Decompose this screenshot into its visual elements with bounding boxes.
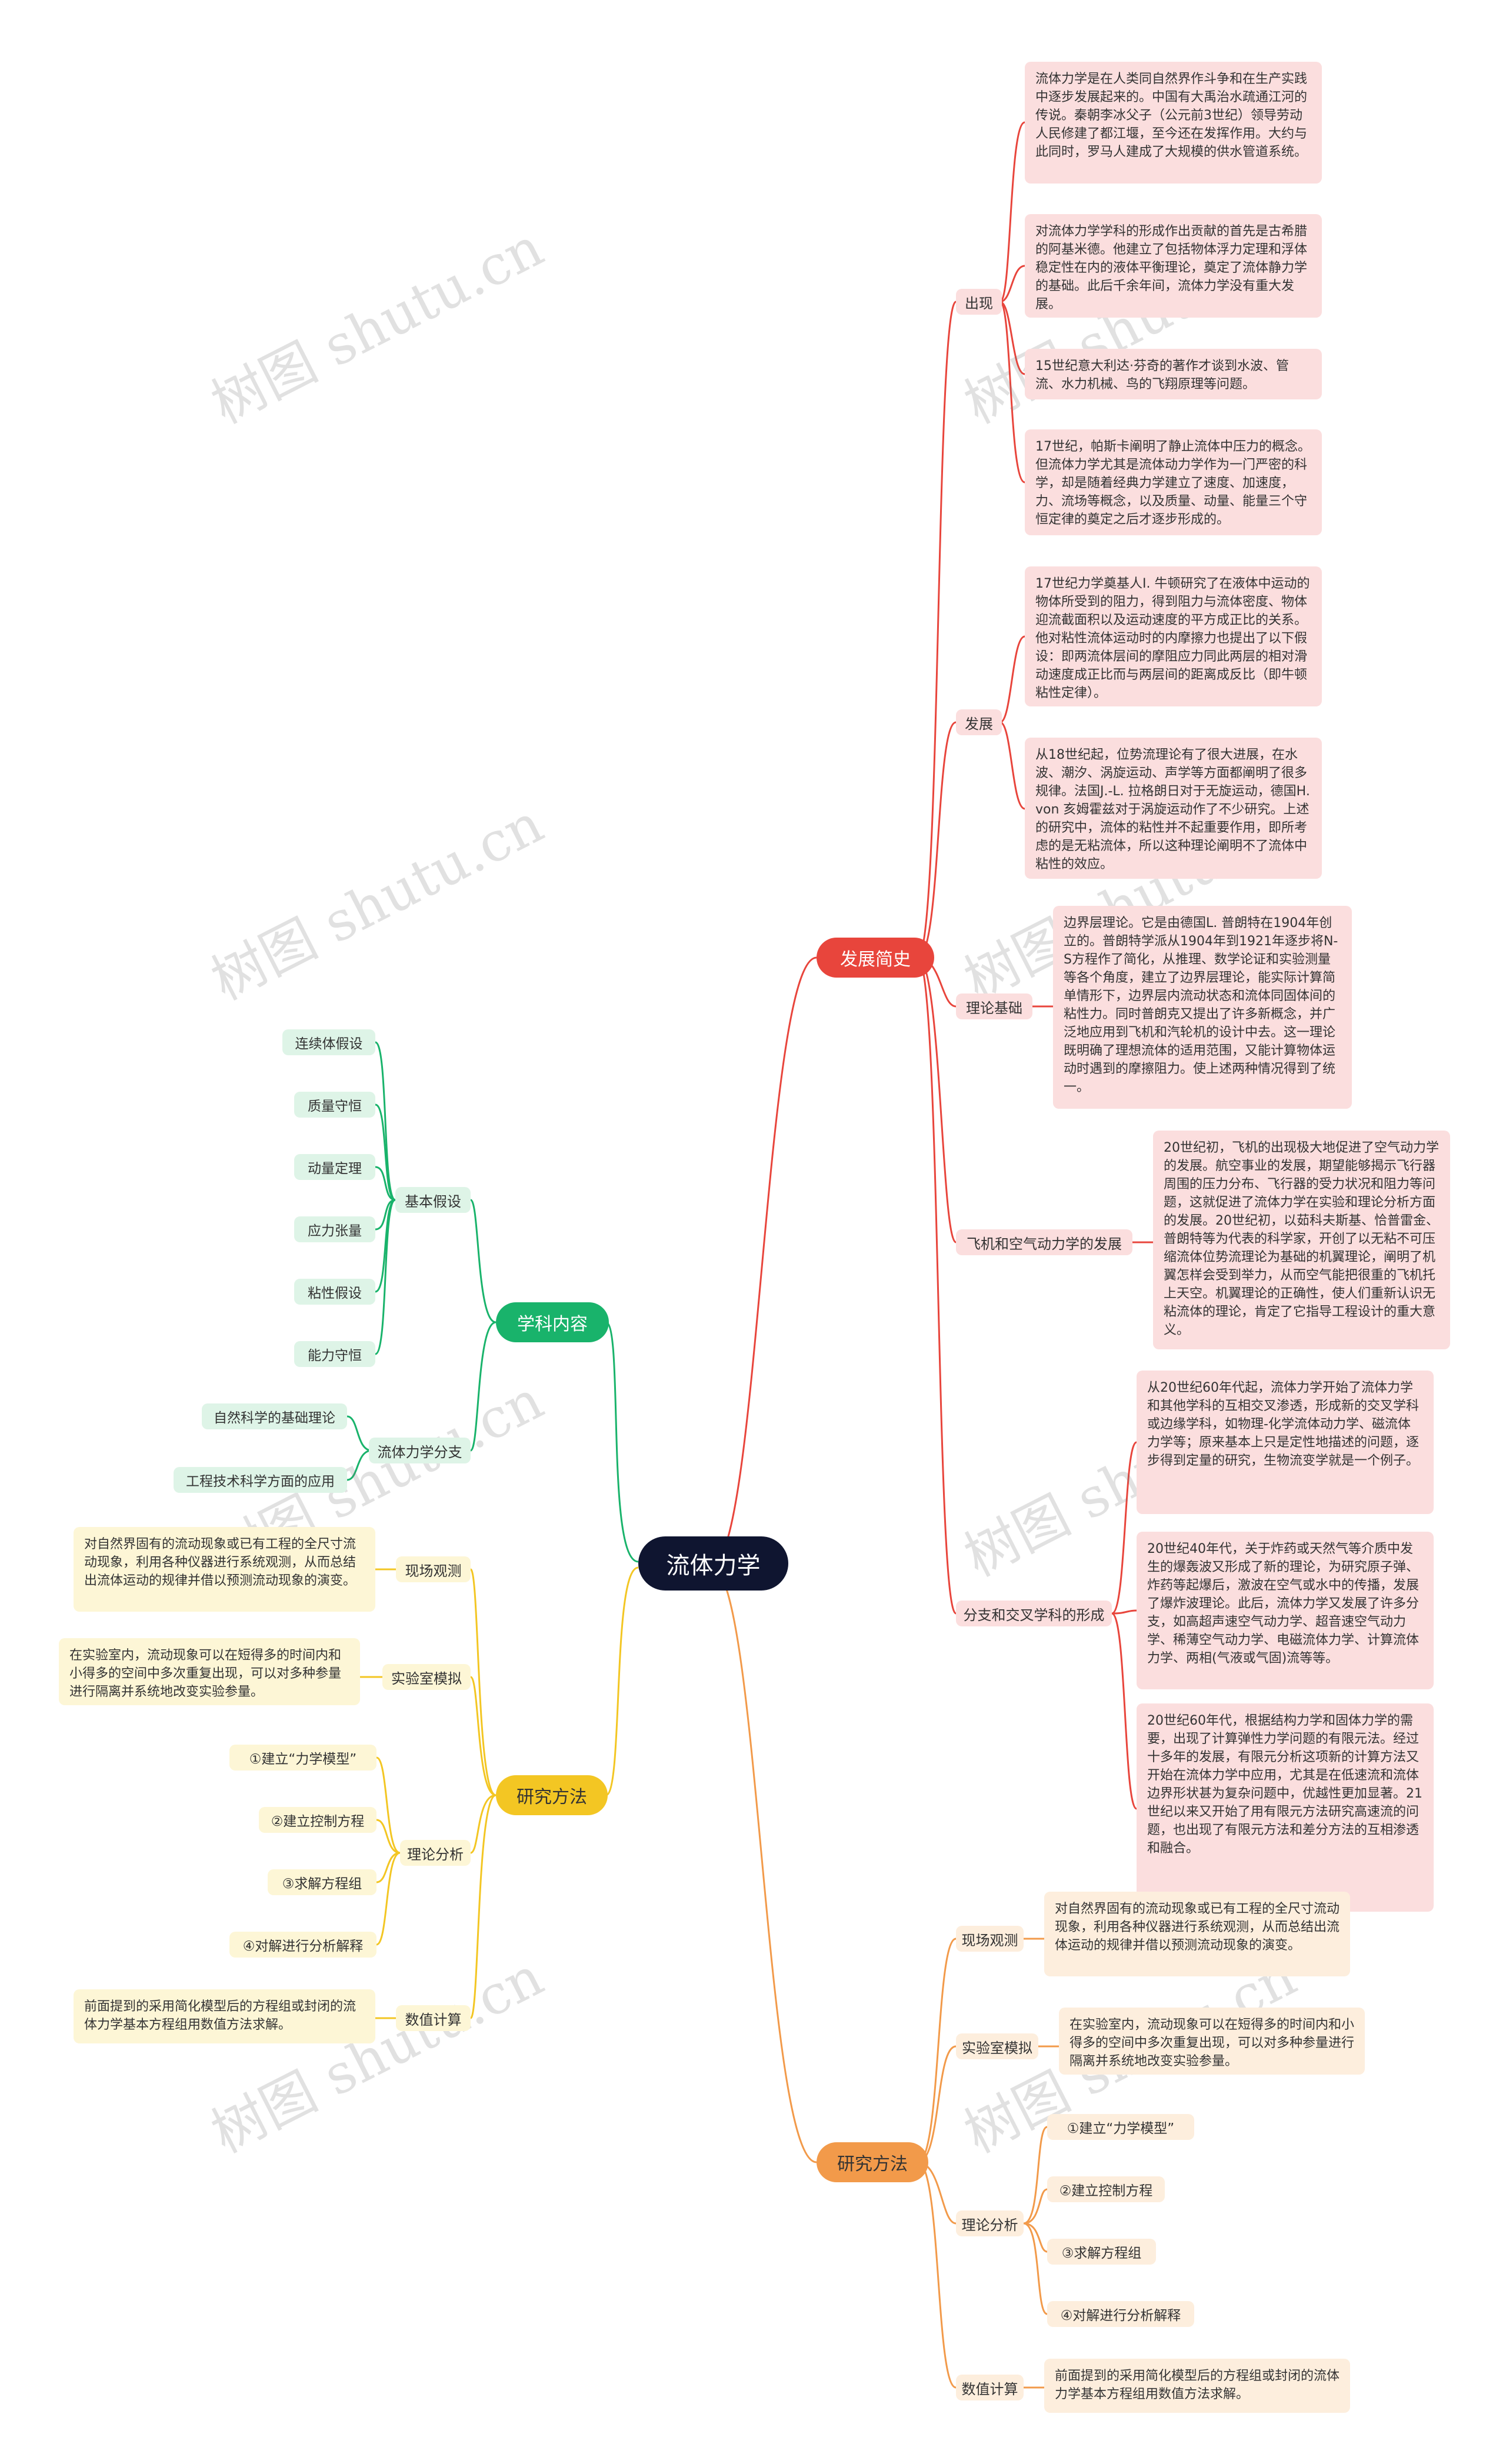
link-root-content: [605, 1321, 639, 1563]
topic-theory-foundation[interactable]: 理论基础: [956, 993, 1032, 1019]
leaf-origin-4[interactable]: 17世纪，帕斯卡阐明了静止流体中压力的概念。但流体力学尤其是流体动力学作为一门严…: [1025, 429, 1322, 535]
branch-methods-left[interactable]: 研究方法: [496, 1775, 608, 1815]
leaf-field-observation-right[interactable]: 对自然界固有的流动现象或已有工程的全尺寸流动现象，利用各种仪器进行系统观测，从而…: [1044, 1892, 1350, 1976]
topic-basic-assumptions[interactable]: 基本假设: [395, 1187, 471, 1213]
topic-branches-formation[interactable]: 分支和交叉学科的形成: [956, 1601, 1112, 1626]
leaf-theory-step-1-left[interactable]: ①建立“力学模型”: [229, 1745, 376, 1771]
leaf-branches-3[interactable]: 20世纪60年代，根据结构力学和固体力学的需要，出现了计算弹性力学问题的有限元法…: [1137, 1703, 1434, 1912]
leaf-assumption-3[interactable]: 动量定理: [294, 1154, 375, 1180]
topic-theory-analysis-left[interactable]: 理论分析: [400, 1840, 471, 1866]
leaf-numeric-left[interactable]: 前面提到的采用简化模型后的方程组或封闭的流体力学基本方程组用数值方法求解。: [74, 1989, 375, 2043]
root-topic[interactable]: 流体力学: [638, 1536, 788, 1591]
leaf-theory-step-3-left[interactable]: ③求解方程组: [268, 1869, 376, 1895]
leaf-aerodynamics-1[interactable]: 20世纪初，飞机的出现极大地促进了空气动力学的发展。航空事业的发展，期望能够揭示…: [1153, 1131, 1450, 1349]
leaf-assumption-2[interactable]: 质量守恒: [294, 1092, 375, 1118]
branch-content[interactable]: 学科内容: [496, 1302, 609, 1342]
leaf-fluid-branch-1[interactable]: 自然科学的基础理论: [202, 1403, 347, 1429]
leaf-branches-1[interactable]: 从20世纪60年代起，流体力学开始了流体力学和其他学科的互相交叉渗透，形成新的交…: [1137, 1371, 1434, 1514]
topic-field-observation-left[interactable]: 现场观测: [396, 1556, 471, 1582]
topic-development[interactable]: 发展: [956, 709, 1002, 735]
topic-aerodynamics[interactable]: 飞机和空气动力学的发展: [956, 1229, 1132, 1255]
leaf-theory-step-2-right[interactable]: ②建立控制方程: [1047, 2176, 1165, 2202]
leaf-assumption-1[interactable]: 连续体假设: [282, 1029, 375, 1055]
branch-methods-right[interactable]: 研究方法: [817, 2142, 928, 2182]
leaf-theory-step-3-right[interactable]: ③求解方程组: [1047, 2239, 1156, 2265]
leaf-origin-2[interactable]: 对流体力学学科的形成作出贡献的首先是古希腊的阿基米德。他建立了包括物体浮力定理和…: [1025, 214, 1322, 318]
leaf-numeric-right[interactable]: 前面提到的采用简化模型后的方程组或封闭的流体力学基本方程组用数值方法求解。: [1044, 2359, 1350, 2413]
link-root-history: [711, 956, 817, 1566]
leaf-assumption-5[interactable]: 粘性假设: [294, 1279, 375, 1305]
leaf-theory-step-4-right[interactable]: ④对解进行分析解释: [1047, 2301, 1194, 2327]
topic-lab-simulation-left[interactable]: 实验室模拟: [382, 1664, 471, 1690]
topic-fluid-branches[interactable]: 流体力学分支: [369, 1438, 471, 1463]
leaf-origin-1[interactable]: 流体力学是在人类同自然界作斗争和在生产实践中逐步发展起来的。中国有大禹治水疏通江…: [1025, 62, 1322, 184]
topic-numeric-left[interactable]: 数值计算: [396, 2005, 471, 2031]
link-root-methods-left: [605, 1566, 639, 1796]
leaf-origin-3[interactable]: 15世纪意大利达·芬奇的著作才谈到水波、管流、水力机械、鸟的飞翔原理等问题。: [1025, 349, 1322, 399]
leaf-assumption-4[interactable]: 应力张量: [294, 1216, 375, 1242]
topic-lab-simulation-right[interactable]: 实验室模拟: [956, 2033, 1038, 2059]
leaf-theory-foundation-1[interactable]: 边界层理论。它是由德国L. 普朗特在1904年创立的。普朗特学派从1904年到1…: [1053, 906, 1352, 1109]
link-root-methods-right: [711, 1566, 817, 2163]
leaf-fluid-branch-2[interactable]: 工程技术科学方面的应用: [174, 1467, 347, 1493]
topic-origin[interactable]: 出现: [956, 289, 1002, 315]
leaf-development-2[interactable]: 从18世纪起，位势流理论有了很大进展，在水波、潮汐、涡旋运动、声学等方面都阐明了…: [1025, 738, 1322, 879]
leaf-branches-2[interactable]: 20世纪40年代，关于炸药或天然气等介质中发生的爆轰波又形成了新的理论，为研究原…: [1137, 1532, 1434, 1689]
leaf-theory-step-1-right[interactable]: ①建立“力学模型”: [1047, 2114, 1194, 2140]
topic-field-observation-right[interactable]: 现场观测: [956, 1926, 1024, 1952]
leaf-theory-step-4-left[interactable]: ④对解进行分析解释: [229, 1932, 376, 1958]
leaf-theory-step-2-left[interactable]: ②建立控制方程: [259, 1807, 376, 1833]
leaf-lab-simulation-right[interactable]: 在实验室内，流动现象可以在短得多的时间内和小得多的空间中多次重复出现，可以对多种…: [1059, 2008, 1365, 2075]
topic-numeric-right[interactable]: 数值计算: [956, 2375, 1024, 2400]
leaf-lab-simulation-left[interactable]: 在实验室内，流动现象可以在短得多的时间内和小得多的空间中多次重复出现，可以对多种…: [59, 1638, 360, 1705]
leaf-assumption-6[interactable]: 能力守恒: [294, 1341, 375, 1367]
topic-theory-analysis-right[interactable]: 理论分析: [956, 2210, 1024, 2236]
leaf-development-1[interactable]: 17世纪力学奠基人I. 牛顿研究了在液体中运动的物体所受到的阻力，得到阻力与流体…: [1025, 566, 1322, 706]
leaf-field-observation-left[interactable]: 对自然界固有的流动现象或已有工程的全尺寸流动现象，利用各种仪器进行系统观测，从而…: [74, 1527, 375, 1612]
branch-history[interactable]: 发展简史: [817, 938, 934, 978]
